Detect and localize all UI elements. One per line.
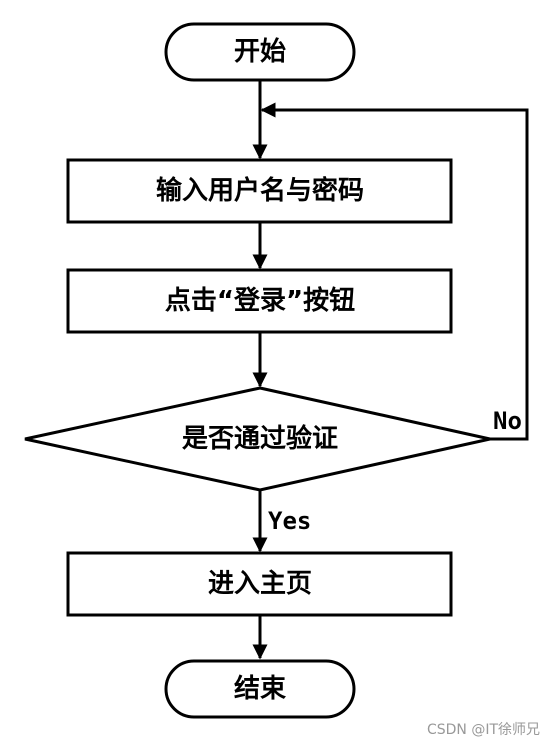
yes-label: Yes (268, 507, 311, 535)
decision-node: 是否通过验证 (24, 386, 491, 492)
edge-decision-no-loop (260, 102, 529, 441)
input-node: 输入用户名与密码 (66, 158, 453, 224)
end-label: 结束 (234, 673, 287, 704)
decision-label: 是否通过验证 (182, 423, 338, 454)
no-label: No (493, 407, 522, 435)
click-label: 点击“登录”按钮 (165, 285, 355, 316)
watermark: CSDN @IT徐师兄 (426, 722, 540, 738)
enter-node: 进入主页 (66, 551, 453, 617)
start-label: 开始 (234, 37, 286, 67)
click-node: 点击“登录”按钮 (66, 268, 453, 334)
input-label: 输入用户名与密码 (156, 175, 364, 206)
enter-label: 进入主页 (208, 569, 312, 599)
end-node: 结束 (164, 659, 356, 719)
start-node: 开始 (164, 22, 356, 82)
